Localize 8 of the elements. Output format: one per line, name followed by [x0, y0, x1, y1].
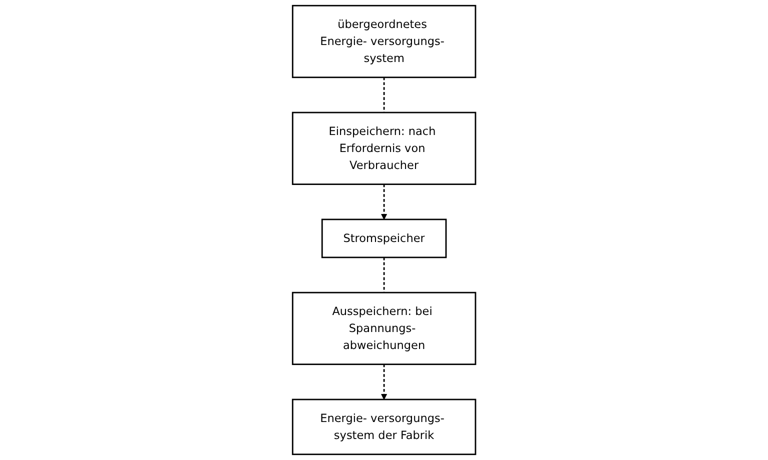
arrow: [380, 364, 388, 400]
node-box: Energie- versorgungs- system der Fabrik: [292, 398, 476, 456]
node-box: Einspeichern: nach Erfordernis von Verbraucher: [292, 112, 476, 185]
connector: [383, 257, 385, 293]
arrow: [380, 184, 388, 220]
node-box: Ausspeichern: bei Spannungs- abweichungen: [292, 292, 476, 366]
node-box: übergeordnetes Energie- versorgungs- system: [292, 4, 476, 78]
node-box: Stromspeicher: [321, 218, 447, 258]
